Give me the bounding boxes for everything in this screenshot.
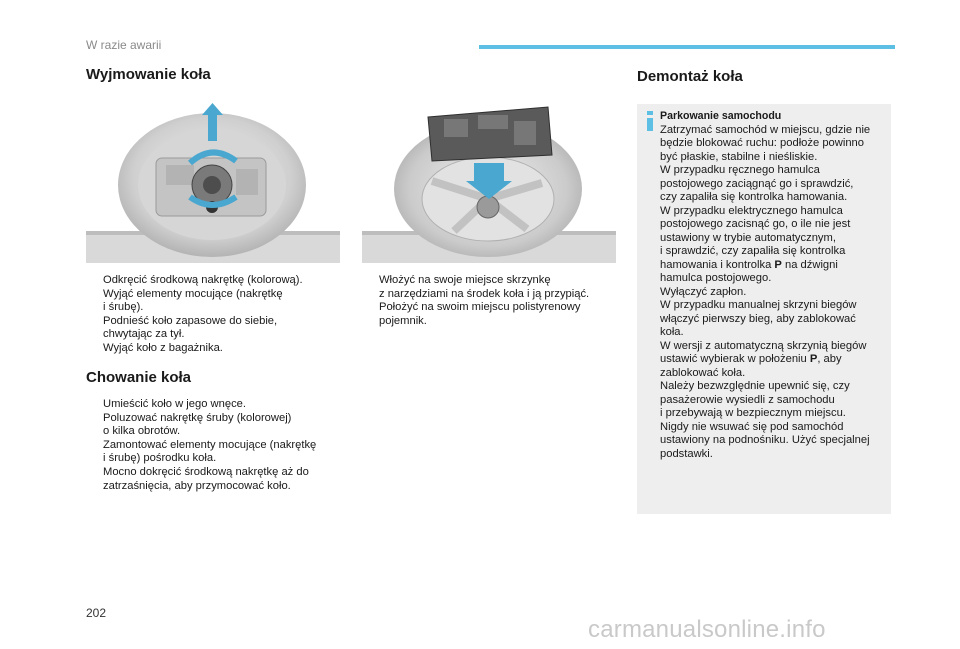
list-item: Umieścić koło w jego wnęce. <box>103 398 247 410</box>
illustration-toolbox-install <box>362 103 616 263</box>
info-line: W przypadku elektrycznego hamulca <box>660 204 843 217</box>
info-line: postojowego zaciągnąć go i sprawdzić, <box>660 177 854 190</box>
info-line: Wyłączyć zapłon. <box>660 285 747 298</box>
bullet-list-stow: Umieścić koło w jego wnęce. Poluzować na… <box>86 398 348 493</box>
info-line: włączyć pierwszy bieg, aby zablokować <box>660 312 856 325</box>
info-line: W wersji z automatyczną skrzynią biegów <box>660 339 867 352</box>
info-text: Parkowanie samochodu Zatrzymać samochód … <box>660 110 886 461</box>
info-line: postojowego zacisnąć go, o ile nie jest <box>660 218 851 230</box>
watermark: carmanualsonline.info <box>588 616 826 643</box>
info-line: hamowania i kontrolka P na dźwigni <box>660 258 838 271</box>
section-accent-bar <box>479 45 895 49</box>
info-line: być płaskie, stabilne i nieśliskie. <box>660 150 818 163</box>
info-line: zablokować koła. <box>660 366 746 379</box>
list-item: Odkręcić środkową nakrętkę (kolorową). <box>103 274 303 286</box>
info-line: pasażerowie wysiedli z samochodu <box>660 393 835 406</box>
bullet-list-remove: Odkręcić środkową nakrętkę (kolorową). W… <box>86 274 348 356</box>
info-line: Nigdy nie wsuwać się pod samochód <box>660 420 844 433</box>
list-item: Wyjąć koło z bagażnika. <box>103 341 223 354</box>
info-line: będzie blokować ruchu: podłoże powinno <box>660 137 864 149</box>
info-line: i przebywają w bezpiecznym miejscu. <box>660 407 846 419</box>
info-line: podstawki. <box>660 447 713 460</box>
info-line: czy zapaliła się kontrolka hamowania. <box>660 191 848 203</box>
info-box <box>637 104 891 514</box>
info-line: ustawić wybierak w położeniu P, aby <box>660 353 842 365</box>
info-line: Należy bezwzględnie upewnić się, czy <box>660 380 850 392</box>
section-label: W razie awarii <box>86 38 162 52</box>
info-line: ustawiony na podnośniku. Użyć specjalnej <box>660 434 870 446</box>
info-line: ustawiony w trybie automatycznym, <box>660 231 836 244</box>
list-item: Poluzować nakrętkę śruby (kolorowej)o ki… <box>103 411 292 438</box>
info-title: Parkowanie samochodu <box>660 110 782 122</box>
info-line: W przypadku manualnej skrzyni biegów <box>660 299 857 311</box>
list-item: Podnieść koło zapasowe do siebie,chwytaj… <box>103 314 278 341</box>
heading-wheel-dismount: Demontaż koła <box>637 68 743 85</box>
heading-remove-wheel: Wyjmowanie koła <box>86 66 211 83</box>
heading-stow-wheel: Chowanie koła <box>86 369 192 386</box>
info-line: W przypadku ręcznego hamulca <box>660 164 820 176</box>
illustration-wheel-removal <box>86 103 340 263</box>
page-number: 202 <box>86 606 107 620</box>
info-line: hamulca postojowego. <box>660 272 772 284</box>
info-line: Zatrzymać samochód w miejscu, gdzie nie <box>660 123 871 136</box>
info-line: koła. <box>660 326 684 338</box>
info-line: i sprawdzić, czy zapaliła się kontrolka <box>660 245 846 257</box>
info-icon <box>647 111 653 131</box>
